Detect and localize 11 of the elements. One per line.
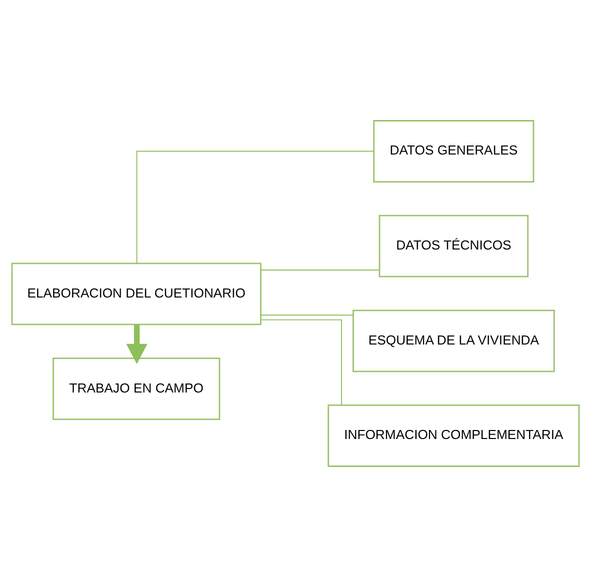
node-box: TRABAJO EN CAMPO [52,357,220,420]
connector [260,318,342,405]
connector [260,314,354,316]
node-box: ESQUEMA DE LA VIVIENDA [352,309,555,372]
arrow [126,324,148,364]
node-box: INFORMACION COMPLEMENTARIA [328,404,580,466]
connector [136,150,374,264]
node-box: ELABORACION DEL CUETIONARIO [11,262,262,325]
node-box: DATOS TÉCNICOS [378,214,529,277]
connector [260,269,380,270]
node-box: DATOS GENERALES [373,120,534,182]
